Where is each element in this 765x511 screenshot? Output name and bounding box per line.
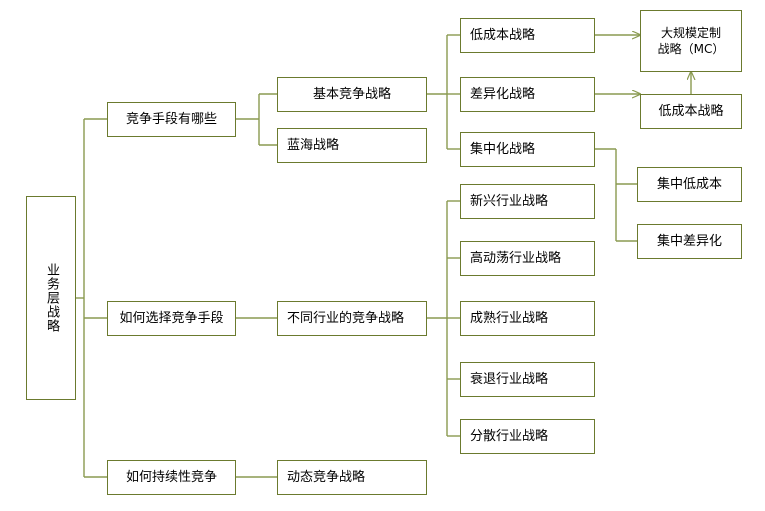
node-l3-low-cost-strategy-label: 低成本战略 xyxy=(470,27,536,43)
node-industry-turbulent[interactable]: 高动荡行业战略 xyxy=(460,241,595,276)
node-l3-differentiation-strategy-label: 差异化战略 xyxy=(470,86,536,102)
node-industry-fragmented[interactable]: 分散行业战略 xyxy=(460,419,595,454)
node-l4-focus-differentiation-label: 集中差异化 xyxy=(656,233,722,249)
node-l3-differentiation-strategy[interactable]: 差异化战略 xyxy=(460,77,595,112)
node-l2-basic-strategy-label: 基本竞争战略 xyxy=(312,86,391,102)
node-l2-dynamic-competition[interactable]: 动态竞争战略 xyxy=(277,460,427,495)
node-l2-basic-strategy[interactable]: 基本竞争战略 xyxy=(277,77,427,112)
node-l3-focus-strategy[interactable]: 集中化战略 xyxy=(460,132,595,167)
node-industry-mature-label: 成熟行业战略 xyxy=(470,310,549,326)
node-l4-mass-customization-label: 大规模定制 战略（MC） xyxy=(657,26,725,56)
node-l1-competitive-means-label: 竞争手段有哪些 xyxy=(125,111,217,127)
node-industry-declining-label: 衰退行业战略 xyxy=(470,371,549,387)
mc-arrow-lines xyxy=(595,35,691,94)
node-l2-industry-strategy-label: 不同行业的竞争战略 xyxy=(287,310,405,326)
node-l1-sustained-competition-label: 如何持续性竞争 xyxy=(125,469,217,485)
node-l4-low-cost-right[interactable]: 低成本战略 xyxy=(640,94,742,129)
node-industry-mature[interactable]: 成熟行业战略 xyxy=(460,301,595,336)
node-industry-emerging-label: 新兴行业战略 xyxy=(470,193,549,209)
node-l4-mass-customization[interactable]: 大规模定制 战略（MC） xyxy=(640,10,742,72)
node-l4-focus-low-cost-label: 集中低成本 xyxy=(656,176,722,192)
node-industry-emerging[interactable]: 新兴行业战略 xyxy=(460,184,595,219)
node-l1-sustained-competition[interactable]: 如何持续性竞争 xyxy=(107,460,236,495)
basic-strategy-lines xyxy=(427,34,460,150)
node-root[interactable]: 业务层战略 xyxy=(26,196,76,400)
node-l1-how-to-choose[interactable]: 如何选择竞争手段 xyxy=(107,301,236,336)
root-branch-lines xyxy=(75,118,107,478)
node-industry-turbulent-label: 高动荡行业战略 xyxy=(470,250,562,266)
node-l2-blue-ocean[interactable]: 蓝海战略 xyxy=(277,128,427,163)
focus-children-lines xyxy=(595,148,637,242)
node-l4-focus-differentiation[interactable]: 集中差异化 xyxy=(637,224,742,259)
branch2-lines xyxy=(236,200,460,437)
node-l3-focus-strategy-label: 集中化战略 xyxy=(470,141,536,157)
node-root-label: 业务层战略 xyxy=(44,263,59,333)
node-l2-dynamic-competition-label: 动态竞争战略 xyxy=(287,469,366,485)
node-l4-focus-low-cost[interactable]: 集中低成本 xyxy=(637,167,742,202)
node-l3-low-cost-strategy[interactable]: 低成本战略 xyxy=(460,18,595,53)
node-l1-how-to-choose-label: 如何选择竞争手段 xyxy=(119,310,224,326)
node-l2-industry-strategy[interactable]: 不同行业的竞争战略 xyxy=(277,301,427,336)
node-l4-low-cost-right-label: 低成本战略 xyxy=(658,103,724,119)
node-l1-competitive-means[interactable]: 竞争手段有哪些 xyxy=(107,102,236,137)
node-l2-blue-ocean-label: 蓝海战略 xyxy=(287,137,340,153)
node-industry-declining[interactable]: 衰退行业战略 xyxy=(460,362,595,397)
branch1-lines xyxy=(236,93,277,146)
node-industry-fragmented-label: 分散行业战略 xyxy=(470,428,549,444)
